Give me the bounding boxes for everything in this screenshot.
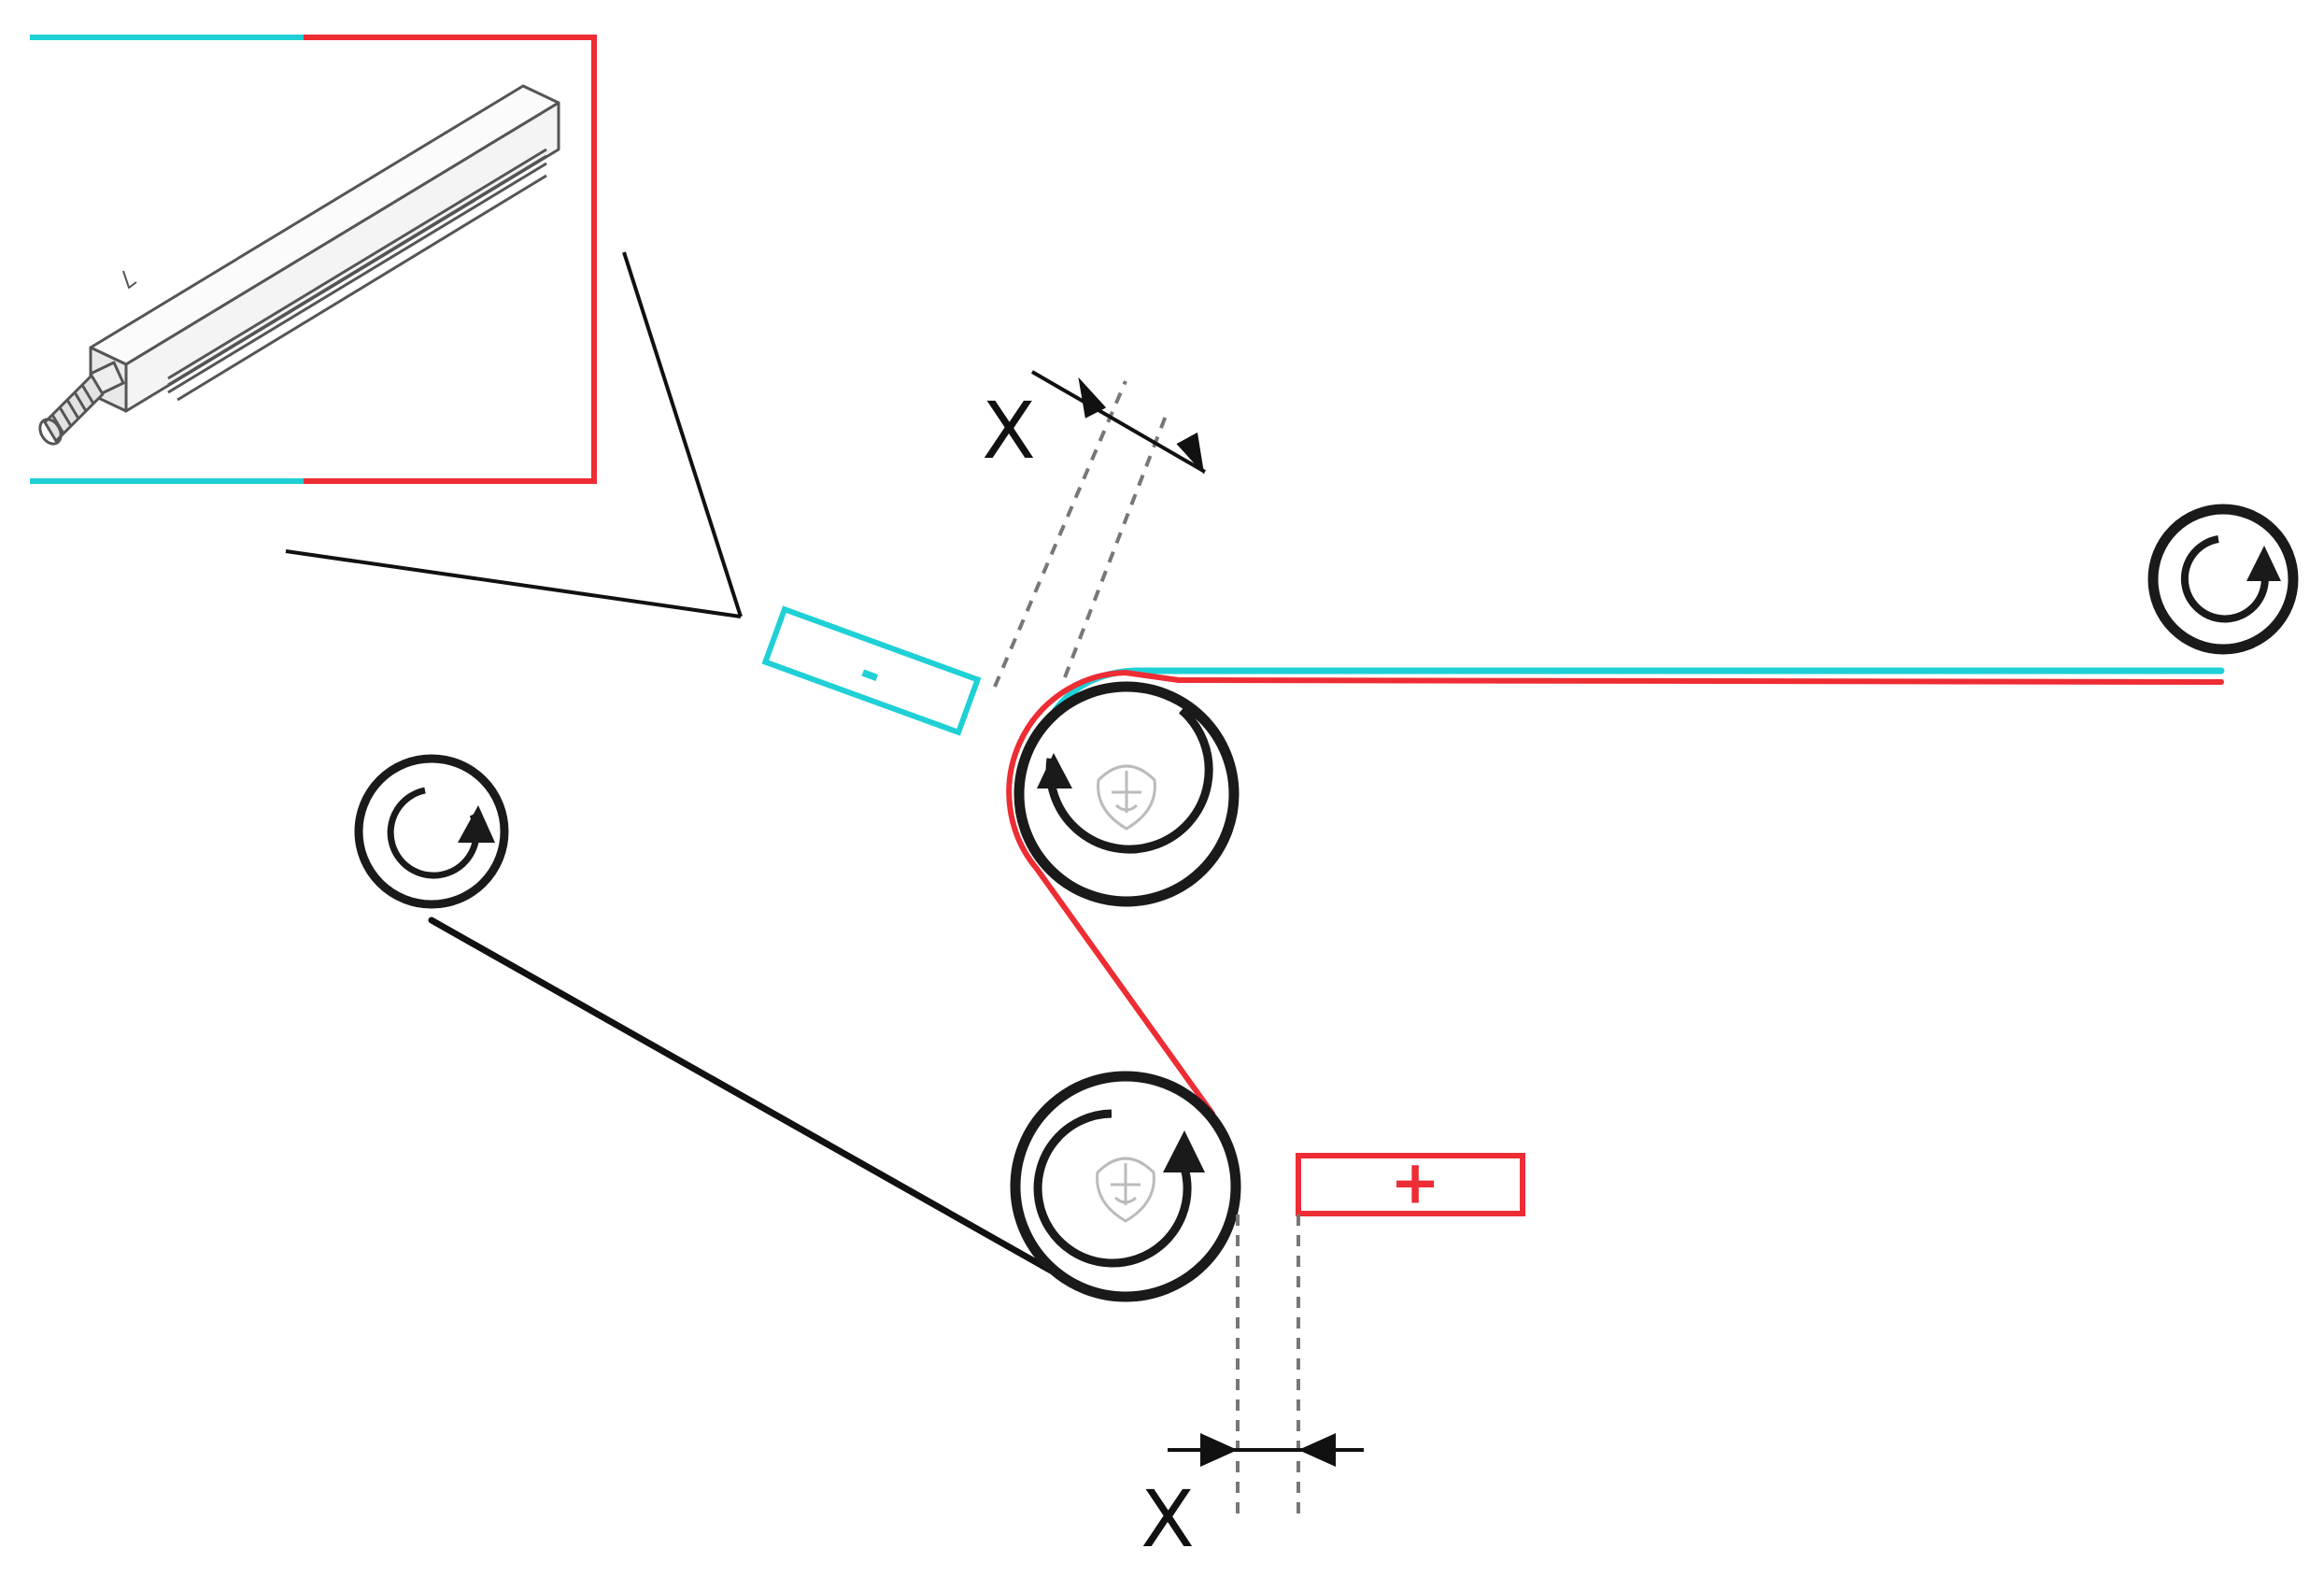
rotation-arrow-icon <box>387 787 480 879</box>
negative-electrode: - <box>761 605 982 736</box>
belt-black <box>428 916 1055 1274</box>
roller-upper-middle <box>1013 681 1240 907</box>
arrow-head-icon <box>1176 432 1205 475</box>
inset-positive-outline <box>304 35 597 484</box>
arrow-head-icon <box>1037 753 1072 788</box>
guide-line-upper-2 <box>1063 410 1169 678</box>
tape-paths <box>428 667 2225 1274</box>
arrow-head-icon <box>458 805 495 843</box>
upper-gap-label: X <box>982 385 1036 476</box>
arrow-head-icon <box>1078 376 1107 419</box>
rotation-arrow-icon <box>2180 535 2269 623</box>
tape-negative <box>1052 667 2225 714</box>
dimension-line-upper <box>1030 370 1207 474</box>
reel-upper-right <box>2147 504 2299 655</box>
callout-line-upper <box>622 251 743 618</box>
rotation-arrow-icon <box>1045 706 1213 854</box>
arrow-head-icon <box>1298 1433 1336 1467</box>
hub-emblem-icon <box>1097 764 1156 831</box>
positive-electrode: + <box>1296 1149 1525 1218</box>
arrow-head-icon <box>1163 1130 1205 1172</box>
tape-positive <box>1006 670 2224 1116</box>
hub-emblem-icon <box>1096 1157 1155 1223</box>
lower-gap-label: X <box>1141 1473 1195 1565</box>
arrow-head-icon <box>2246 546 2281 581</box>
guide-line-upper-1 <box>993 380 1127 688</box>
upper-gap-dimension: X <box>982 370 1207 688</box>
inset-box <box>30 35 597 484</box>
callout-line-lower <box>285 549 742 618</box>
rotation-arrow-icon <box>1033 1109 1192 1268</box>
negative-sign: - <box>852 644 890 703</box>
bar-illustration <box>38 84 560 446</box>
arrow-head-icon <box>1200 1433 1238 1467</box>
roller-lower-middle <box>1010 1071 1241 1302</box>
positive-sign: + <box>1390 1149 1440 1218</box>
lower-gap-dimension: X <box>1141 1215 1364 1565</box>
reel-lower-left <box>354 754 509 909</box>
